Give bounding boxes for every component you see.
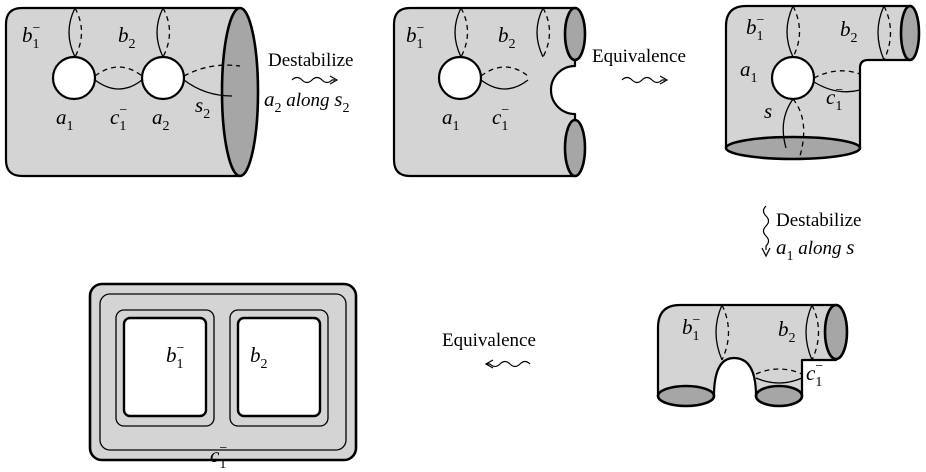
boundary-cap-2b <box>563 118 587 178</box>
boundary-cap-1 <box>220 6 260 178</box>
labels-1: b1− b2 a1 c1− a2 s2 <box>22 21 210 134</box>
hole-a1-3 <box>770 55 816 101</box>
step-equivalence-1: Equivalence <box>592 46 686 85</box>
svg-text:c1−: c1− <box>210 441 227 472</box>
surface-1 <box>4 6 260 178</box>
boundary-cap-3b <box>899 4 921 62</box>
svg-text:Equivalence: Equivalence <box>592 46 686 67</box>
surface-4 <box>656 303 849 408</box>
svg-text:b2: b2 <box>118 23 136 52</box>
svg-text:a2: a2 <box>152 105 170 134</box>
svg-text:Destabilize: Destabilize <box>776 210 861 231</box>
svg-text:b1−: b1− <box>682 313 701 344</box>
svg-text:b1−: b1− <box>746 13 765 44</box>
hole-a2 <box>140 55 186 101</box>
svg-text:s2: s2 <box>195 93 210 122</box>
svg-text:a1: a1 <box>442 105 460 134</box>
svg-text:a2 along s2: a2 along s2 <box>264 87 349 116</box>
svg-text:Destabilize: Destabilize <box>268 50 353 71</box>
svg-text:b1−: b1− <box>406 21 425 52</box>
svg-text:c1−: c1− <box>492 103 509 134</box>
hole-right <box>236 316 322 418</box>
hole-a1-2 <box>437 55 483 101</box>
svg-text:a1: a1 <box>56 105 74 134</box>
labels-4: b1− b2 c1− <box>682 313 823 390</box>
svg-text:c1−: c1− <box>826 83 843 114</box>
step-destabilize-a1: Destabilize a1 along s <box>761 205 861 264</box>
labels-2: b1− b2 a1 c1− <box>406 21 516 134</box>
surface-2 <box>392 6 587 178</box>
hole-a1 <box>51 55 97 101</box>
boundary-cap-4c <box>754 384 804 408</box>
boundary-cap-2a <box>563 6 587 62</box>
surface-3 <box>724 4 921 161</box>
svg-text:b2: b2 <box>250 343 268 372</box>
svg-text:b2: b2 <box>498 23 516 52</box>
step-destabilize-a2: Destabilize a2 along s2 <box>264 50 353 116</box>
svg-text:b1−: b1− <box>166 341 185 372</box>
boundary-cap-4b <box>656 384 716 408</box>
hole-left <box>122 316 208 418</box>
svg-text:a1: a1 <box>740 57 758 86</box>
svg-text:b2: b2 <box>778 317 796 346</box>
surface-5 <box>88 282 358 462</box>
labels-5: b1− b2 c1− <box>166 341 268 472</box>
svg-text:s: s <box>764 99 772 123</box>
step-equivalence-2: Equivalence <box>442 330 536 369</box>
svg-text:c1−: c1− <box>110 103 127 134</box>
boundary-cap-4a <box>823 303 849 361</box>
boundary-cap-3a <box>724 135 862 161</box>
labels-3: b1− b2 a1 c1− s <box>740 13 858 123</box>
svg-text:a1 along s: a1 along s <box>776 235 854 264</box>
svg-text:b2: b2 <box>840 17 858 46</box>
svg-text:c1−: c1− <box>806 359 823 390</box>
svg-text:Equivalence: Equivalence <box>442 330 536 351</box>
svg-text:b1−: b1− <box>22 21 41 52</box>
